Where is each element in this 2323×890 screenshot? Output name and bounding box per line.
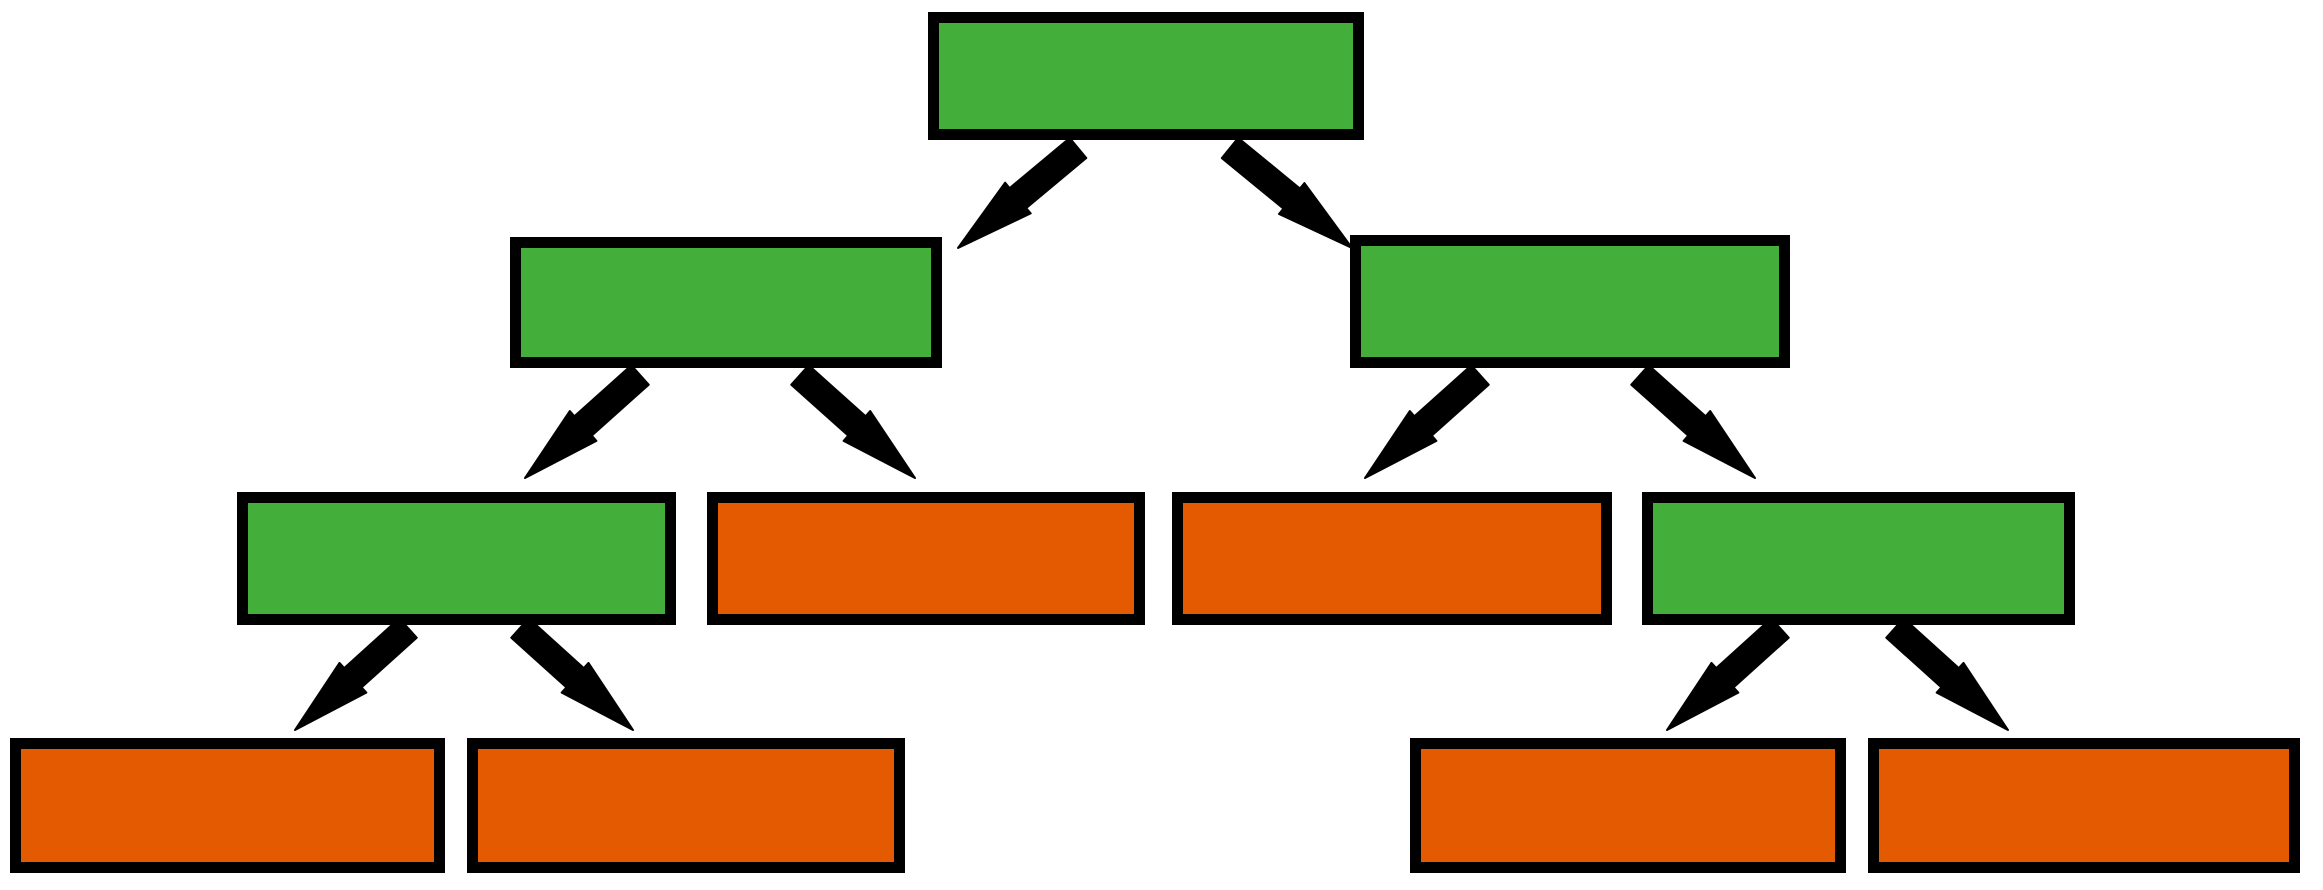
tree-node-label	[21, 749, 434, 862]
arrow-icon	[510, 617, 634, 731]
tree-edge-arrow	[1666, 617, 1790, 731]
tree-node-label	[1879, 749, 2289, 862]
tree-edge-arrow	[1220, 136, 1353, 249]
tree-node-n5[interactable]	[1172, 492, 1612, 625]
tree-edge-arrow	[1630, 364, 1756, 479]
arrow-icon	[1885, 617, 2009, 731]
tree-node-n10[interactable]	[1868, 738, 2300, 873]
tree-node-n9[interactable]	[1410, 738, 1846, 873]
tree-node-label	[248, 503, 665, 614]
tree-node-label	[718, 503, 1134, 614]
tree-node-label	[1361, 246, 1779, 357]
tree-edge-arrow	[1364, 364, 1490, 479]
tree-edge-arrow	[1885, 617, 2009, 731]
tree-node-label	[939, 23, 1353, 129]
tree-node-n6[interactable]	[1642, 492, 2075, 625]
arrow-icon	[1364, 364, 1490, 479]
tree-node-label	[1183, 503, 1601, 614]
tree-node-label	[1421, 749, 1835, 862]
tree-node-n1[interactable]	[510, 237, 942, 368]
arrow-icon	[790, 364, 916, 479]
tree-node-n7[interactable]	[10, 738, 445, 873]
arrow-icon	[1630, 364, 1756, 479]
tree-node-n0[interactable]	[928, 12, 1364, 140]
arrow-icon	[524, 364, 650, 479]
tree-node-n3[interactable]	[237, 492, 676, 625]
tree-node-n2[interactable]	[1350, 235, 1790, 368]
tree-node-label	[521, 248, 931, 357]
tree-edge-arrow	[510, 617, 634, 731]
arrow-icon	[1666, 617, 1790, 731]
arrow-icon	[957, 137, 1088, 249]
tree-edge-arrow	[957, 137, 1088, 249]
arrow-icon	[294, 617, 418, 731]
tree-node-label	[478, 749, 894, 862]
tree-edge-arrow	[524, 364, 650, 479]
tree-node-label	[1653, 503, 2064, 614]
tree-edge-arrow	[790, 364, 916, 479]
arrow-icon	[1220, 136, 1353, 249]
tree-node-n8[interactable]	[467, 738, 905, 873]
tree-node-n4[interactable]	[707, 492, 1145, 625]
tree-edge-arrow	[294, 617, 418, 731]
